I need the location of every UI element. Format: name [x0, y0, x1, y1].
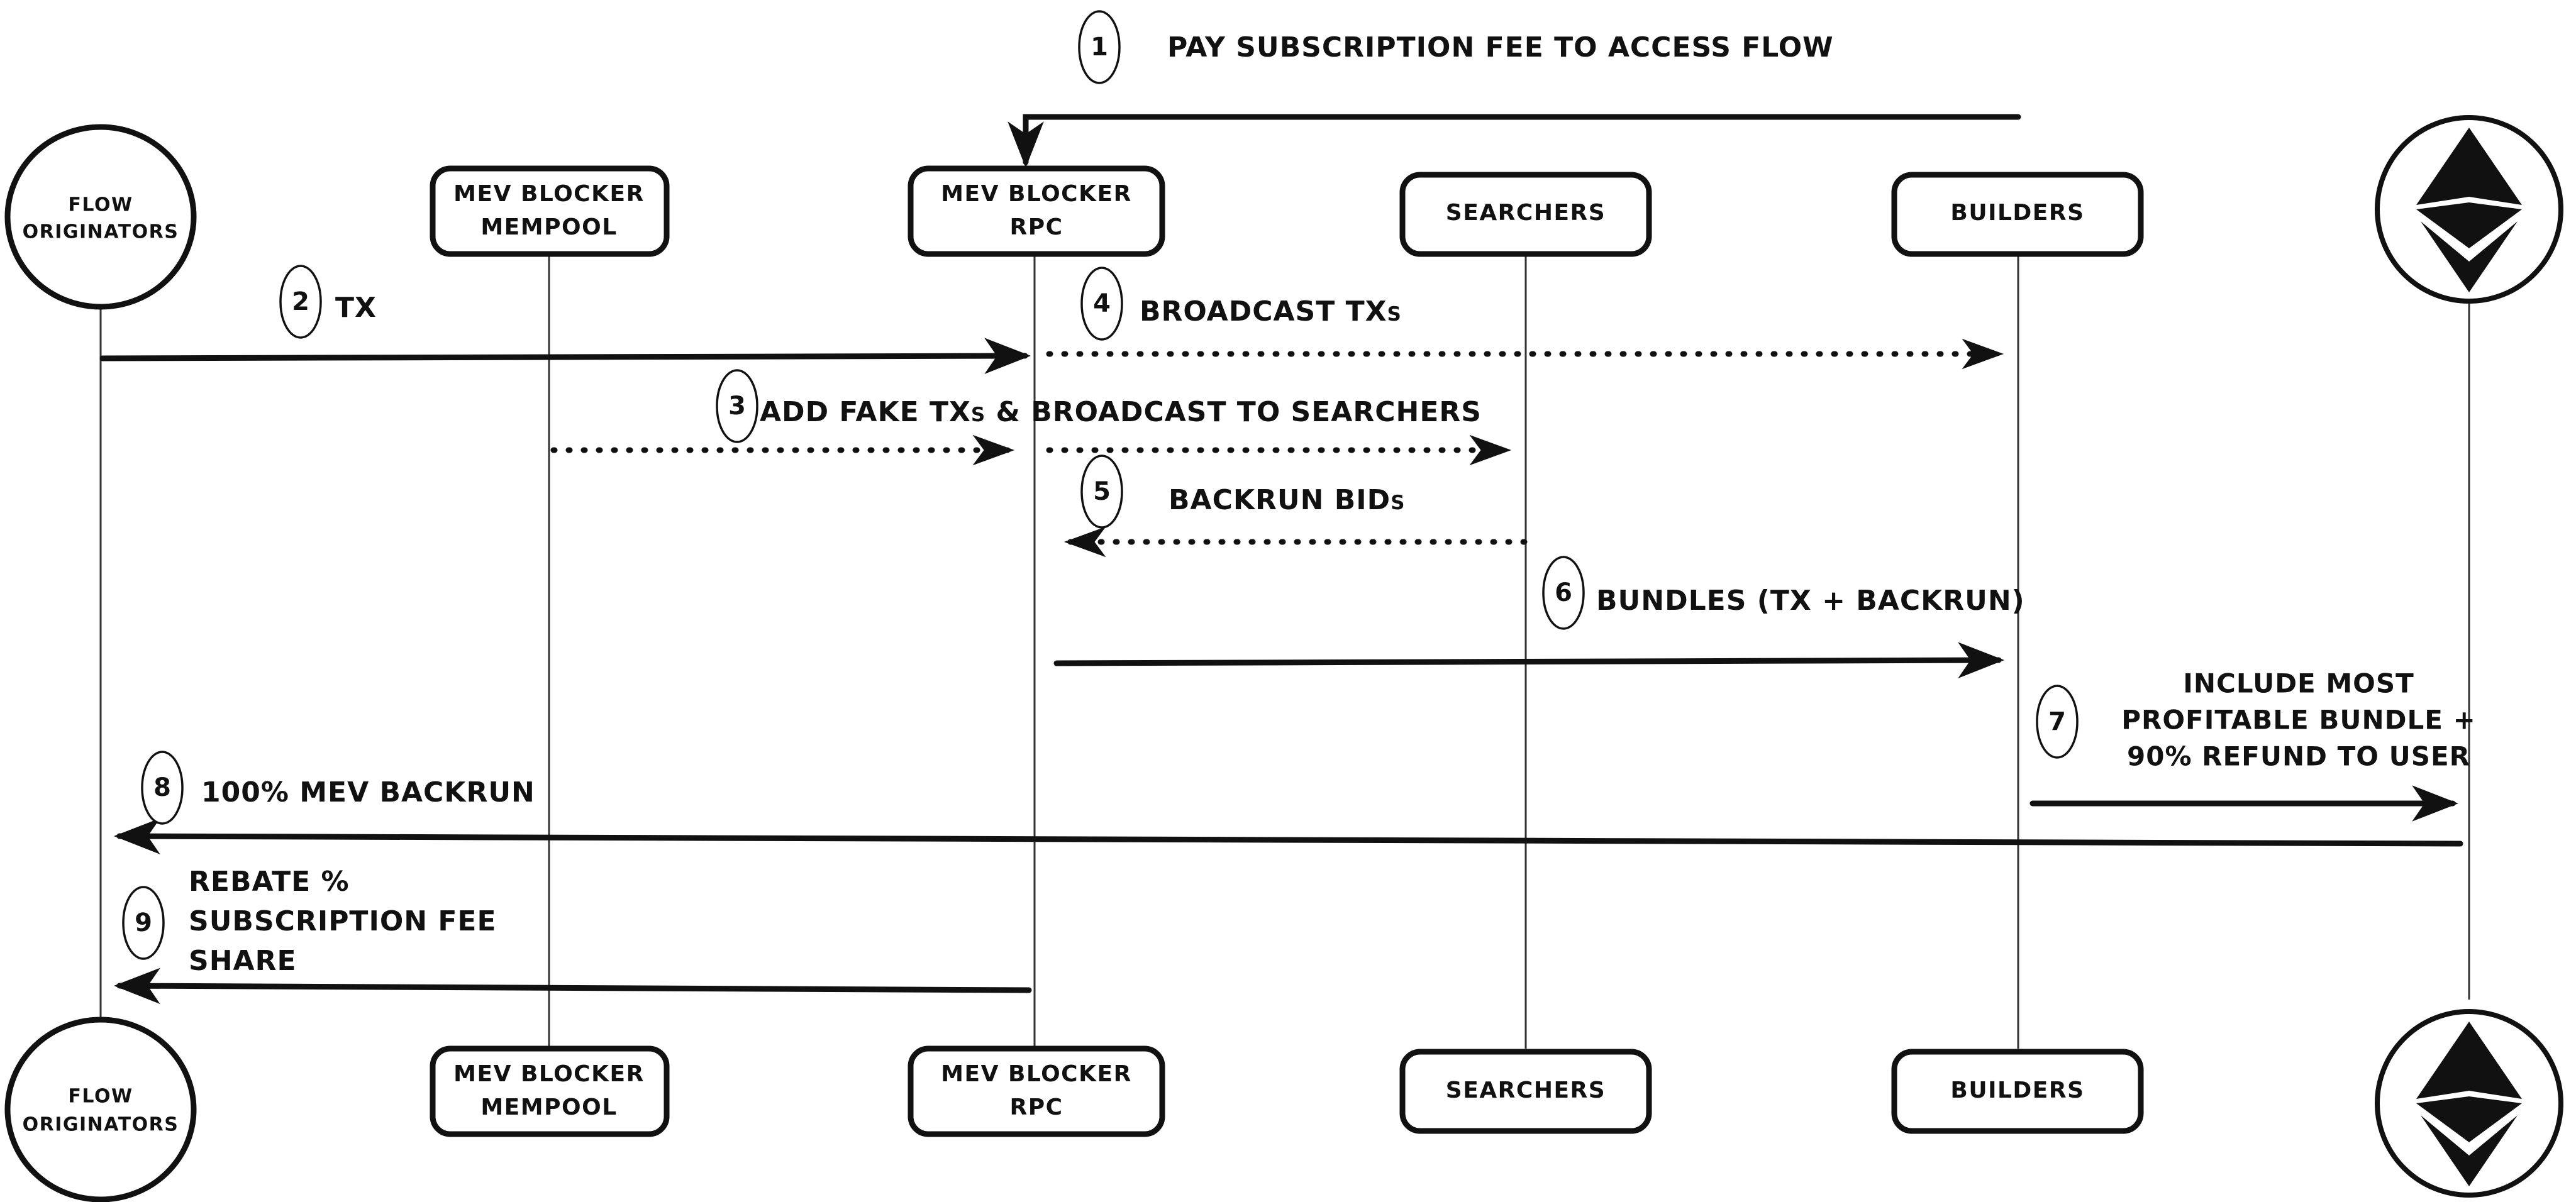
message-2-arrow: [99, 338, 1031, 374]
step-7-badge: [2036, 685, 2079, 759]
ethereum-logo-bottom-icon: [2416, 1022, 2522, 1186]
message-4-label: BROADCAST TXs: [1140, 295, 1402, 328]
actor-builders[interactable]: BUILDERS: [1891, 172, 2144, 257]
flow-originators-label-line2: ORIGINATORS: [23, 221, 179, 243]
mev-blocker-mempool-label-line1: MEV BLOCKER: [453, 181, 645, 207]
mev-blocker-mempool-bottom-label-line2: MEMPOOL: [480, 1094, 617, 1120]
message-3[interactable]: 3 ADD FAKE TXs & BROADCAST TO SEARCHERS: [550, 369, 1512, 466]
ethereum-logo-icon: [2416, 128, 2522, 292]
step-9-number: 9: [135, 908, 152, 937]
actor-ethereum[interactable]: [2375, 115, 2563, 304]
builders-label: BUILDERS: [1950, 200, 2084, 226]
message-6[interactable]: 6 BUNDLES (TX + BACKRUN): [1053, 556, 2025, 679]
message-7-label-line3: 90% REFUND TO USER: [2127, 741, 2470, 772]
flow-originators-shape: [4, 124, 197, 310]
message-9-label-line1: REBATE %: [189, 866, 350, 898]
message-2[interactable]: 2 TX: [99, 265, 1031, 374]
message-6-label: BUNDLES (TX + BACKRUN): [1596, 585, 2025, 617]
message-7-label-line2: PROFITABLE BUNDLE +: [2121, 705, 2476, 736]
builders-bottom-shape: [1891, 1049, 2144, 1134]
message-8-arrow: [114, 818, 2463, 855]
message-7[interactable]: 7 INCLUDE MOST PROFITABLE BUNDLE + 90% R…: [2029, 668, 2476, 822]
actor-flow-originators-bottom[interactable]: FLOW ORIGINATORS: [4, 1017, 197, 1202]
actor-ethereum-bottom[interactable]: [2375, 1009, 2563, 1198]
step-8-number: 8: [153, 773, 171, 802]
message-2-label: TX: [335, 292, 377, 324]
step-6-badge: [1542, 556, 1585, 630]
message-7-label-line1: INCLUDE MOST: [2183, 668, 2414, 699]
flow-originators-bottom-label-line2: ORIGINATORS: [23, 1114, 179, 1136]
message-9[interactable]: 9 REBATE % SUBSCRIPTION FEE SHARE: [114, 866, 1032, 1005]
message-5-label: BACKRUN BIDs: [1169, 484, 1406, 516]
message-5[interactable]: 5 BACKRUN BIDs: [1063, 455, 1528, 558]
step-3-number: 3: [728, 392, 746, 421]
builders-bottom-label: BUILDERS: [1950, 1078, 2084, 1103]
step-2-number: 2: [292, 287, 309, 316]
step-1-badge: [1078, 10, 1121, 84]
message-6-arrow: [1053, 642, 2004, 679]
message-3-label: ADD FAKE TXs & BROADCAST TO SEARCHERS: [760, 396, 1482, 428]
step-3-badge: [716, 369, 758, 443]
actor-mev-blocker-rpc[interactable]: MEV BLOCKER RPC: [908, 165, 1165, 257]
mev-blocker-rpc-bottom-label-line2: RPC: [1009, 1094, 1063, 1120]
step-6-number: 6: [1555, 578, 1572, 607]
message-1[interactable]: 1 PAY SUBSCRIPTION FEE TO ACCESS FLOW: [1008, 10, 2021, 168]
step-1-number: 1: [1091, 33, 1108, 62]
mev-blocker-rpc-bottom-shape: [908, 1045, 1165, 1137]
actor-mev-blocker-mempool[interactable]: MEV BLOCKER MEMPOOL: [430, 165, 670, 257]
mev-blocker-rpc-label-line1: MEV BLOCKER: [941, 181, 1132, 207]
flow-originators-bottom-label-line1: FLOW: [68, 1086, 133, 1108]
searchers-bottom-label: SEARCHERS: [1446, 1078, 1606, 1103]
flow-originators-bottom-shape: [4, 1017, 197, 1202]
mev-blocker-mempool-bottom-label-line1: MEV BLOCKER: [453, 1061, 645, 1087]
message-1-arrow: [1008, 114, 2021, 168]
searchers-shape: [1399, 172, 1652, 257]
message-8-label: 100% MEV BACKRUN: [201, 776, 535, 808]
mev-blocker-mempool-label-line2: MEMPOOL: [480, 214, 617, 240]
step-5-badge: [1080, 455, 1123, 529]
builders-shape: [1891, 172, 2144, 257]
actor-searchers-bottom[interactable]: SEARCHERS: [1399, 1049, 1652, 1134]
step-9-badge: [122, 886, 165, 960]
message-8[interactable]: 8 100% MEV BACKRUN: [114, 751, 2463, 855]
actor-searchers[interactable]: SEARCHERS: [1399, 172, 1652, 257]
actor-flow-originators[interactable]: FLOW ORIGINATORS: [4, 124, 197, 310]
step-4-number: 4: [1093, 289, 1111, 318]
mev-blocker-mempool-shape: [430, 165, 670, 257]
message-9-label-line3: SHARE: [189, 945, 297, 977]
actor-mev-blocker-rpc-bottom[interactable]: MEV BLOCKER RPC: [908, 1045, 1165, 1137]
lifelines: [99, 250, 2470, 1049]
searchers-bottom-shape: [1399, 1049, 1652, 1134]
step-5-number: 5: [1093, 477, 1111, 506]
actor-builders-bottom[interactable]: BUILDERS: [1891, 1049, 2144, 1134]
message-4[interactable]: 4 BROADCAST TXs: [1046, 267, 2004, 370]
actor-mev-blocker-mempool-bottom[interactable]: MEV BLOCKER MEMPOOL: [430, 1045, 670, 1137]
step-2-badge: [279, 265, 322, 339]
mev-blocker-mempool-bottom-shape: [430, 1045, 670, 1137]
message-9-label-line2: SUBSCRIPTION FEE: [189, 905, 497, 937]
message-9-arrow: [114, 968, 1032, 1005]
message-1-label: PAY SUBSCRIPTION FEE TO ACCESS FLOW: [1167, 31, 1834, 63]
step-8-badge: [141, 751, 184, 825]
flow-originators-label-line1: FLOW: [68, 194, 133, 216]
mev-blocker-rpc-bottom-label-line1: MEV BLOCKER: [941, 1061, 1132, 1087]
mev-blocker-rpc-shape: [908, 165, 1165, 257]
searchers-label: SEARCHERS: [1446, 200, 1606, 226]
mev-blocker-rpc-label-line2: RPC: [1009, 214, 1063, 240]
step-4-badge: [1080, 267, 1123, 341]
step-7-number: 7: [2048, 707, 2066, 736]
